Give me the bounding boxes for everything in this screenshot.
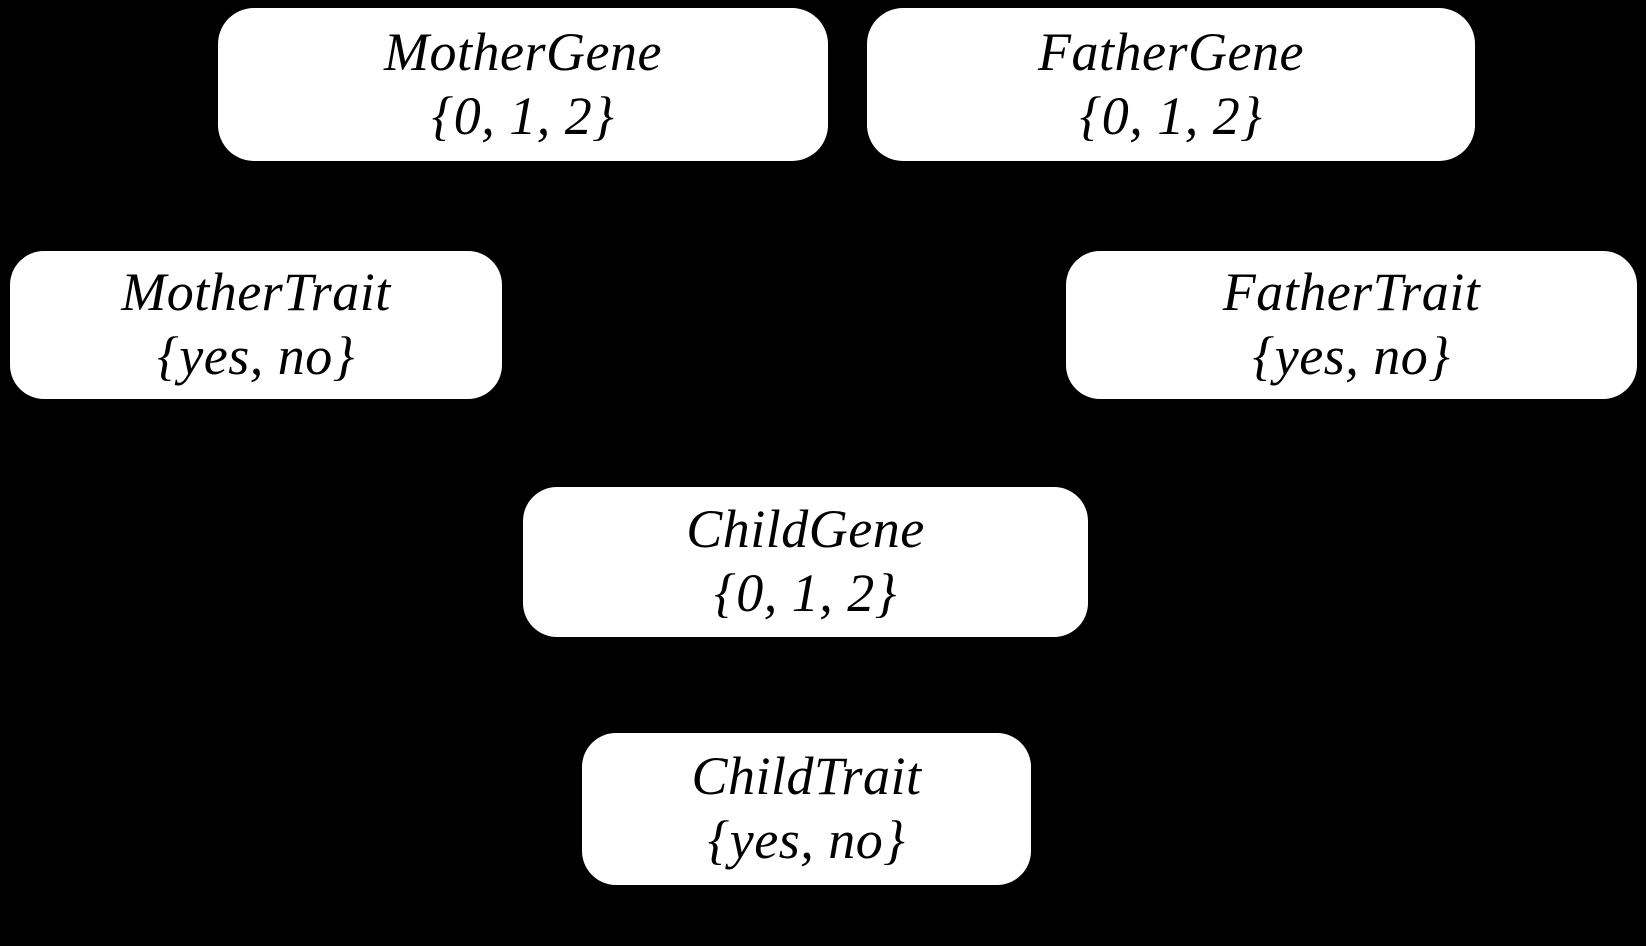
node-father-trait-domain: {yes, no} bbox=[1252, 326, 1451, 386]
node-mother-trait-domain: {yes, no} bbox=[157, 326, 355, 386]
node-child-trait[interactable]: ChildTrait {yes, no} bbox=[582, 733, 1031, 885]
node-father-gene-domain: {0, 1, 2} bbox=[1079, 85, 1263, 146]
node-mother-gene-domain: {0, 1, 2} bbox=[431, 85, 615, 146]
node-mother-trait[interactable]: MotherTrait {yes, no} bbox=[10, 251, 502, 399]
node-child-trait-domain: {yes, no} bbox=[707, 810, 906, 870]
node-father-trait-title: FatherTrait bbox=[1222, 262, 1481, 323]
node-father-trait[interactable]: FatherTrait {yes, no} bbox=[1066, 251, 1637, 399]
node-child-gene-domain: {0, 1, 2} bbox=[714, 563, 897, 623]
node-father-gene-title: FatherGene bbox=[1038, 21, 1304, 82]
node-mother-trait-title: MotherTrait bbox=[121, 262, 391, 323]
node-mother-gene[interactable]: MotherGene {0, 1, 2} bbox=[218, 8, 828, 161]
node-father-gene[interactable]: FatherGene {0, 1, 2} bbox=[867, 8, 1475, 161]
node-child-gene-title: ChildGene bbox=[686, 499, 925, 560]
node-child-gene[interactable]: ChildGene {0, 1, 2} bbox=[523, 487, 1088, 637]
node-child-trait-title: ChildTrait bbox=[691, 746, 922, 807]
node-mother-gene-title: MotherGene bbox=[384, 21, 662, 82]
